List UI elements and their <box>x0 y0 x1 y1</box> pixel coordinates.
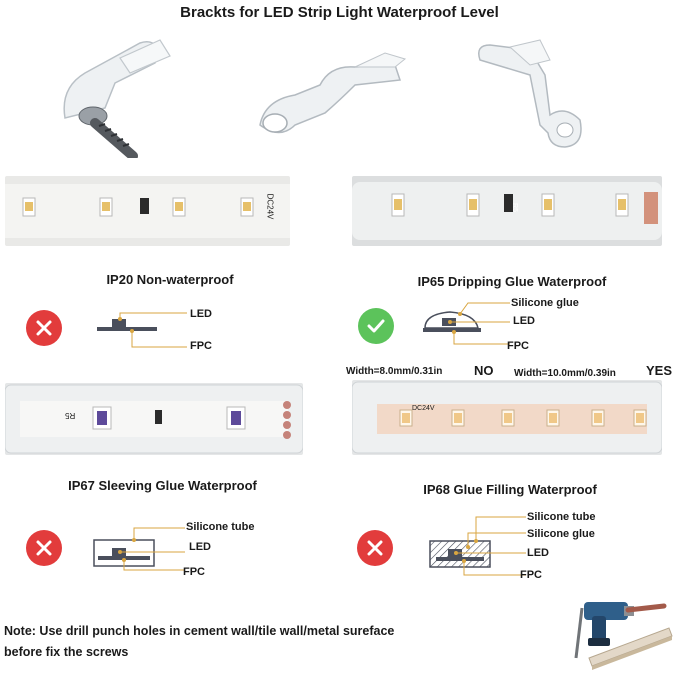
drill-icon <box>574 602 673 670</box>
cross-icon <box>26 310 62 346</box>
fpc-label: FPC <box>520 569 542 581</box>
silicone-tube-label: Silicone tube <box>527 511 596 523</box>
led-label: LED <box>527 547 549 559</box>
ip65-strip-image: R5 <box>352 176 662 246</box>
strip-print: DC24V <box>265 193 275 220</box>
ip65-heading: IP65 Dripping Glue Waterproof <box>417 274 607 289</box>
bracket-side-icon <box>478 39 582 148</box>
note-text: Note: Use drill punch holes in cement wa… <box>4 621 394 663</box>
ip67-strip-image: R5 <box>5 383 303 455</box>
width-right-verdict: YES <box>646 363 673 378</box>
width-right-label: Width=10.0mm/0.39in <box>514 368 616 379</box>
silicone-glue-label: Silicone glue <box>511 297 579 309</box>
led-label: LED <box>190 308 212 320</box>
ip68-strip-image: DC24V <box>352 380 662 455</box>
note-line-2: before fix the screws <box>4 645 129 659</box>
ip68-cross-section <box>429 516 526 576</box>
fpc-label: FPC <box>183 566 205 578</box>
ip20-cross-section <box>97 312 187 348</box>
ip65-cross-section <box>423 302 510 345</box>
strip-print: R5 <box>510 203 518 212</box>
check-icon <box>358 308 394 344</box>
ip20-heading: IP20 Non-waterproof <box>106 272 234 287</box>
ip20-strip-image: DC24V <box>5 176 290 246</box>
ip68-heading: IP68 Glue Filling Waterproof <box>423 482 597 497</box>
width-left-label: Width=8.0mm/0.31in <box>346 366 443 377</box>
ip67-cross-section <box>93 527 185 571</box>
strip-print: DC24V <box>412 405 435 412</box>
note-line-1: Note: Use drill punch holes in cement wa… <box>4 624 395 638</box>
screw-bracket-icon <box>63 39 171 158</box>
fpc-label: FPC <box>507 340 529 352</box>
led-label: LED <box>189 541 211 553</box>
bracket-icon <box>259 52 407 134</box>
page-title: Brackts for LED Strip Light Waterproof L… <box>180 4 499 21</box>
ip67-heading: IP67 Sleeving Glue Waterproof <box>68 478 257 493</box>
led-label: LED <box>513 315 535 327</box>
silicone-tube-label: Silicone tube <box>186 521 255 533</box>
width-left-verdict: NO <box>474 363 494 378</box>
cross-icon <box>357 530 393 566</box>
strip-print: R5 <box>65 411 76 420</box>
silicone-glue-label: Silicone glue <box>527 528 595 540</box>
cross-icon <box>26 530 62 566</box>
fpc-label: FPC <box>190 340 212 352</box>
